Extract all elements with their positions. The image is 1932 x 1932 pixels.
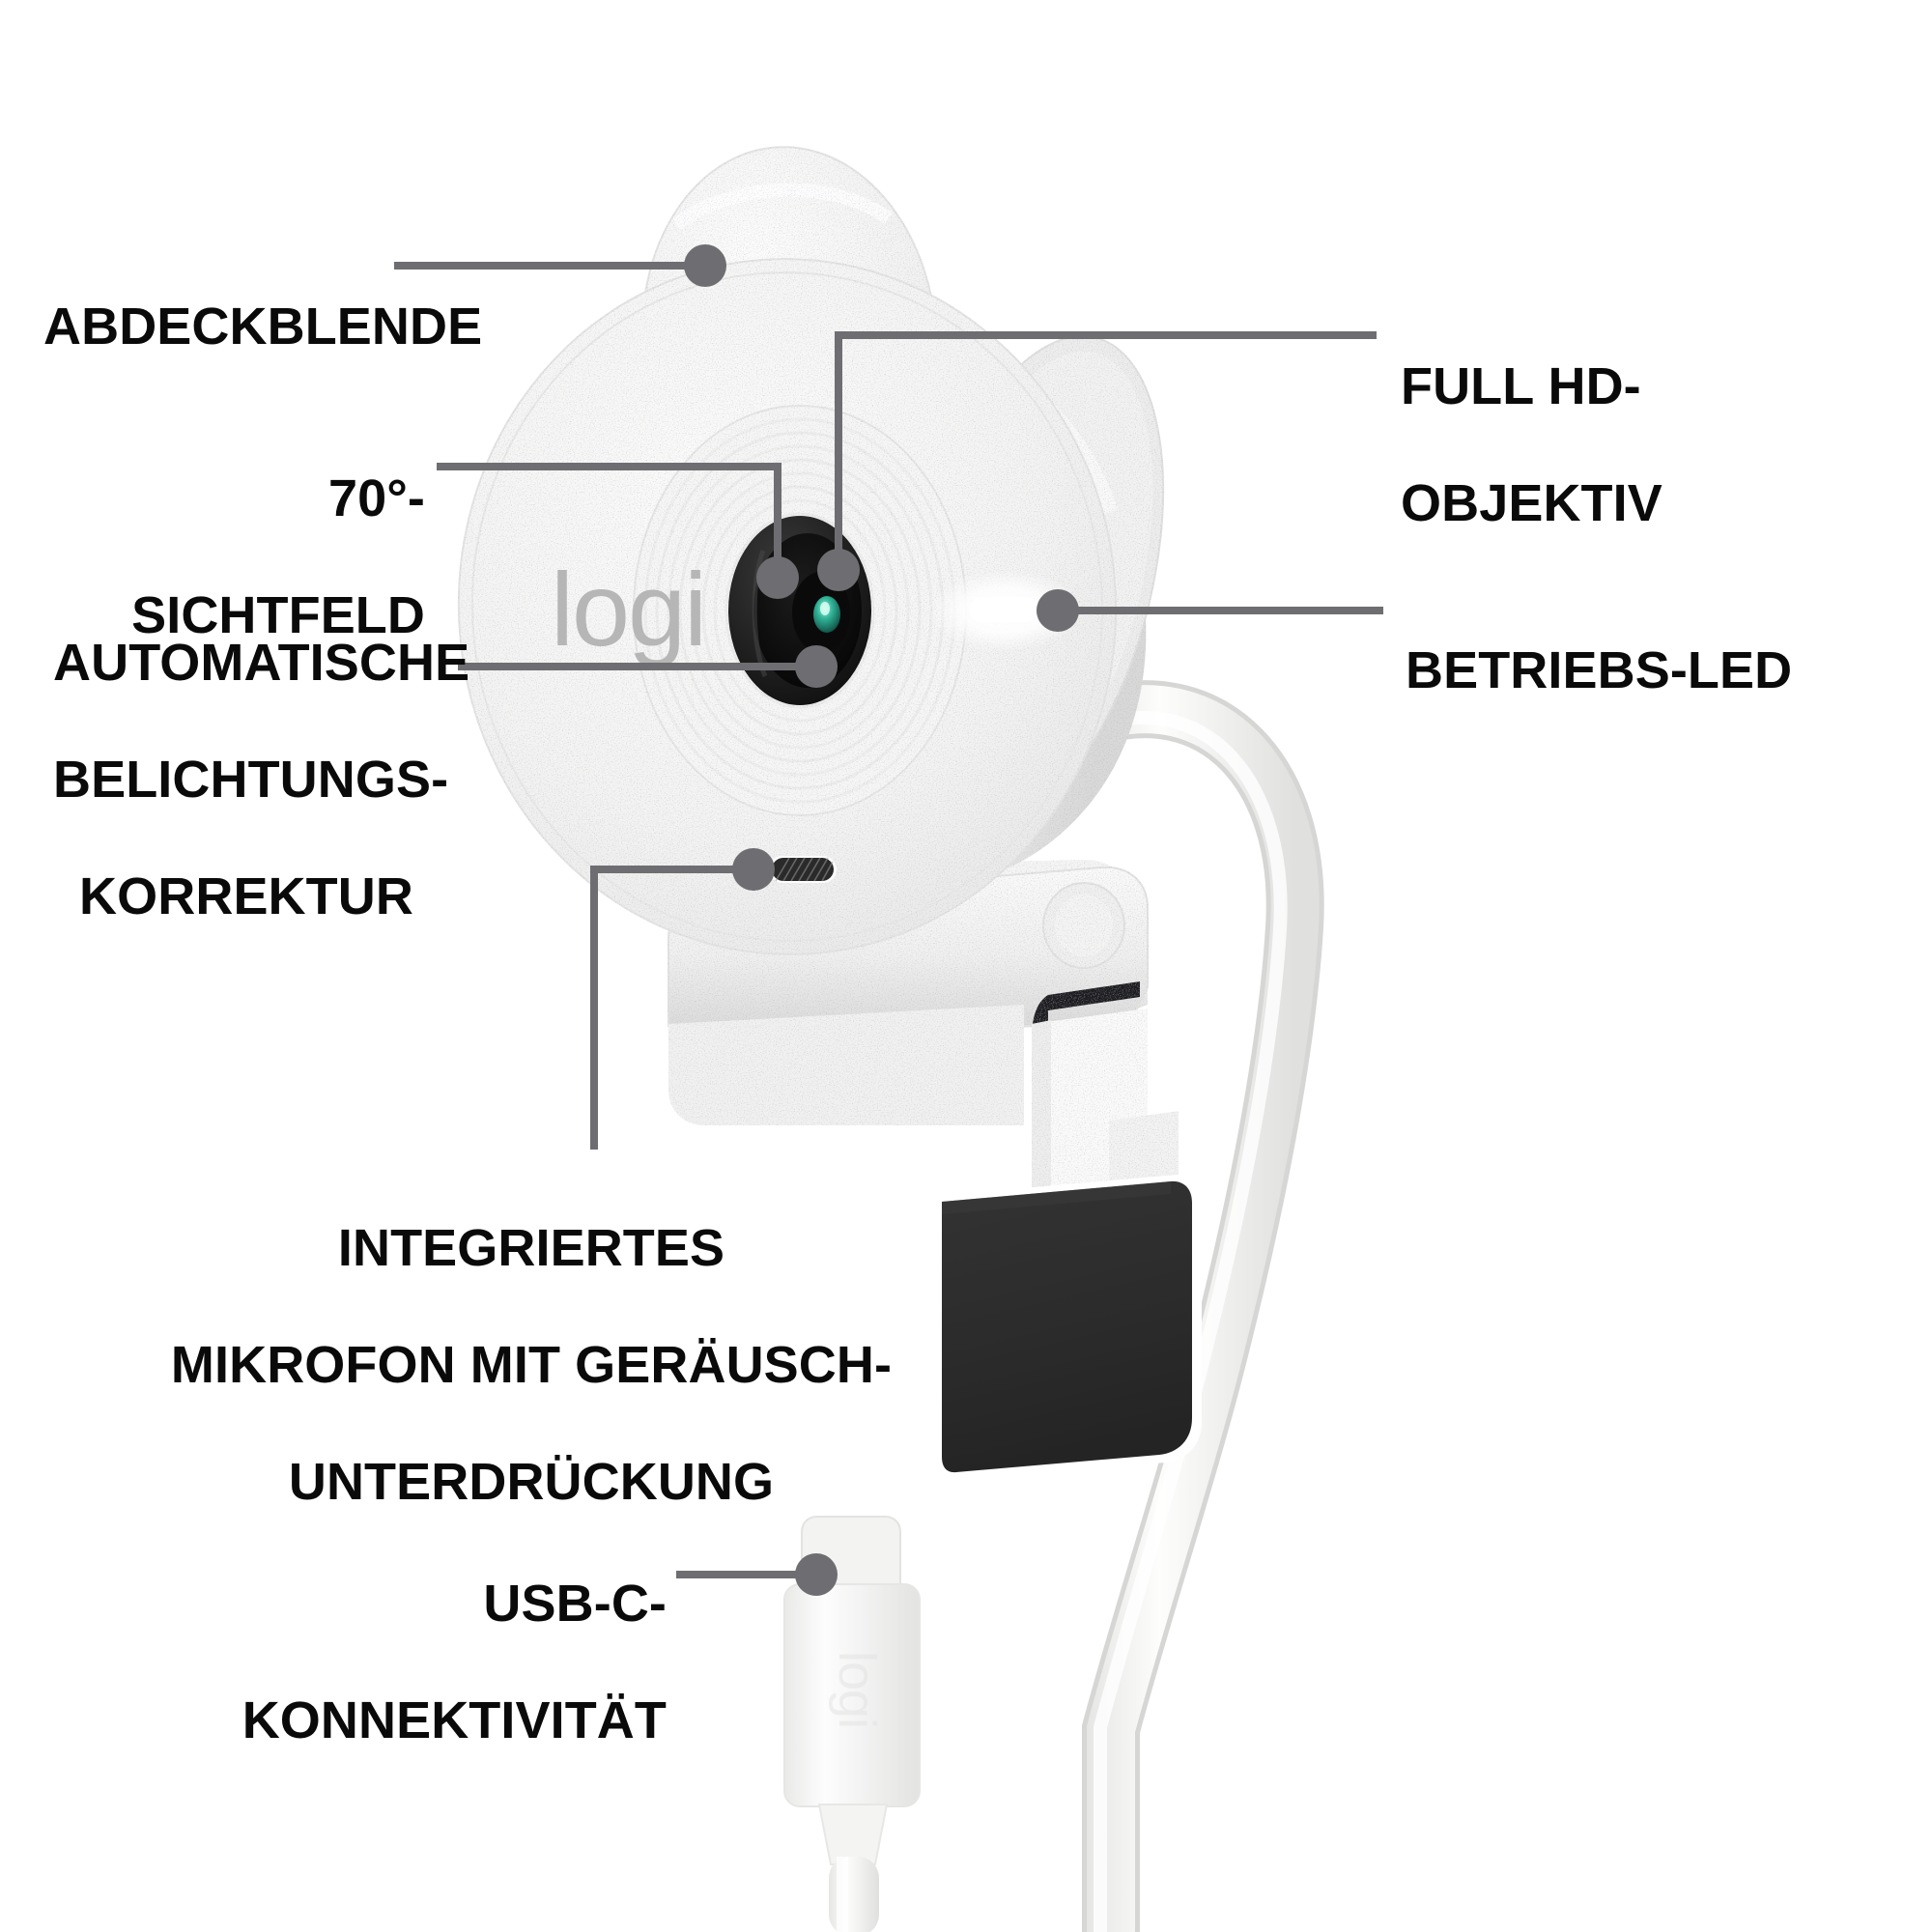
callout-label-privacy-shutter: ABDECKBLENDE	[43, 298, 483, 356]
callout-label-usb-line2: KONNEKTIVITÄT	[242, 1691, 667, 1750]
callout-label-usb-line1: USB-C-	[483, 1575, 667, 1634]
dot-full-hd	[817, 549, 860, 591]
usb-c-connector: logi	[783, 1516, 921, 1932]
callout-full-hd-lens: FULL HD- OBJEKTIV	[1401, 299, 1884, 533]
callout-usb-c-connectivity: USB-C- KONNEKTIVITÄT	[174, 1517, 667, 1750]
callout-label-mic-line3: UNTERDRÜCKUNG	[288, 1453, 775, 1512]
leader-dots	[684, 244, 1079, 1596]
callout-label-field-of-view-line1: 70°-	[327, 469, 425, 528]
callout-field-of-view: 70°- SICHTFELD	[58, 412, 425, 645]
monitor-clip-pad	[933, 1174, 1202, 1483]
svg-text:logi: logi	[551, 551, 705, 668]
svg-text:logi: logi	[828, 1651, 886, 1728]
leader-field-of-view	[437, 463, 781, 578]
callout-label-auto-line2: BELICHTUNGS-	[53, 751, 449, 810]
callout-label-auto-line1: AUTOMATISCHE	[53, 634, 470, 693]
leader-lines	[394, 262, 1383, 1578]
callout-integrated-microphone: INTEGRIERTES MIKROFON MIT GERÄUSCH- UNTE…	[164, 1161, 898, 1512]
callout-label-power-led: BETRIEBS-LED	[1406, 641, 1793, 700]
dot-privacy-shutter	[684, 244, 726, 287]
usb-cable	[1058, 680, 1324, 1932]
callout-label-full-hd-lens-line1: FULL HD-	[1401, 357, 1641, 416]
callout-label-field-of-view-line2: SICHTFELD	[131, 586, 425, 645]
callout-auto-light-correction: AUTOMATISCHE BELICHTUNGS- KORREKTUR	[53, 576, 469, 926]
dot-field-of-view	[756, 556, 799, 599]
callout-label-mic-line1: INTEGRIERTES	[337, 1219, 725, 1278]
microphone-grille	[769, 856, 837, 883]
dot-usb-c	[795, 1553, 838, 1596]
dot-auto-exposure	[795, 645, 838, 688]
dot-power-led	[1037, 589, 1079, 632]
callout-privacy-shutter: ABDECKBLENDE	[43, 240, 482, 356]
callout-label-full-hd-lens-line2: OBJEKTIV	[1401, 474, 1662, 533]
leader-microphone	[590, 866, 753, 1150]
dot-microphone	[732, 848, 775, 891]
leader-full-hd	[835, 331, 1377, 570]
logi-logo: logi	[551, 551, 707, 668]
power-led-indicator	[929, 570, 1080, 651]
callout-label-auto-line3: KORREKTUR	[79, 867, 413, 926]
callout-power-led: BETRIEBS-LED	[1406, 583, 1889, 700]
callout-label-mic-line2: MIKROFON MIT GERÄUSCH-	[170, 1336, 893, 1395]
